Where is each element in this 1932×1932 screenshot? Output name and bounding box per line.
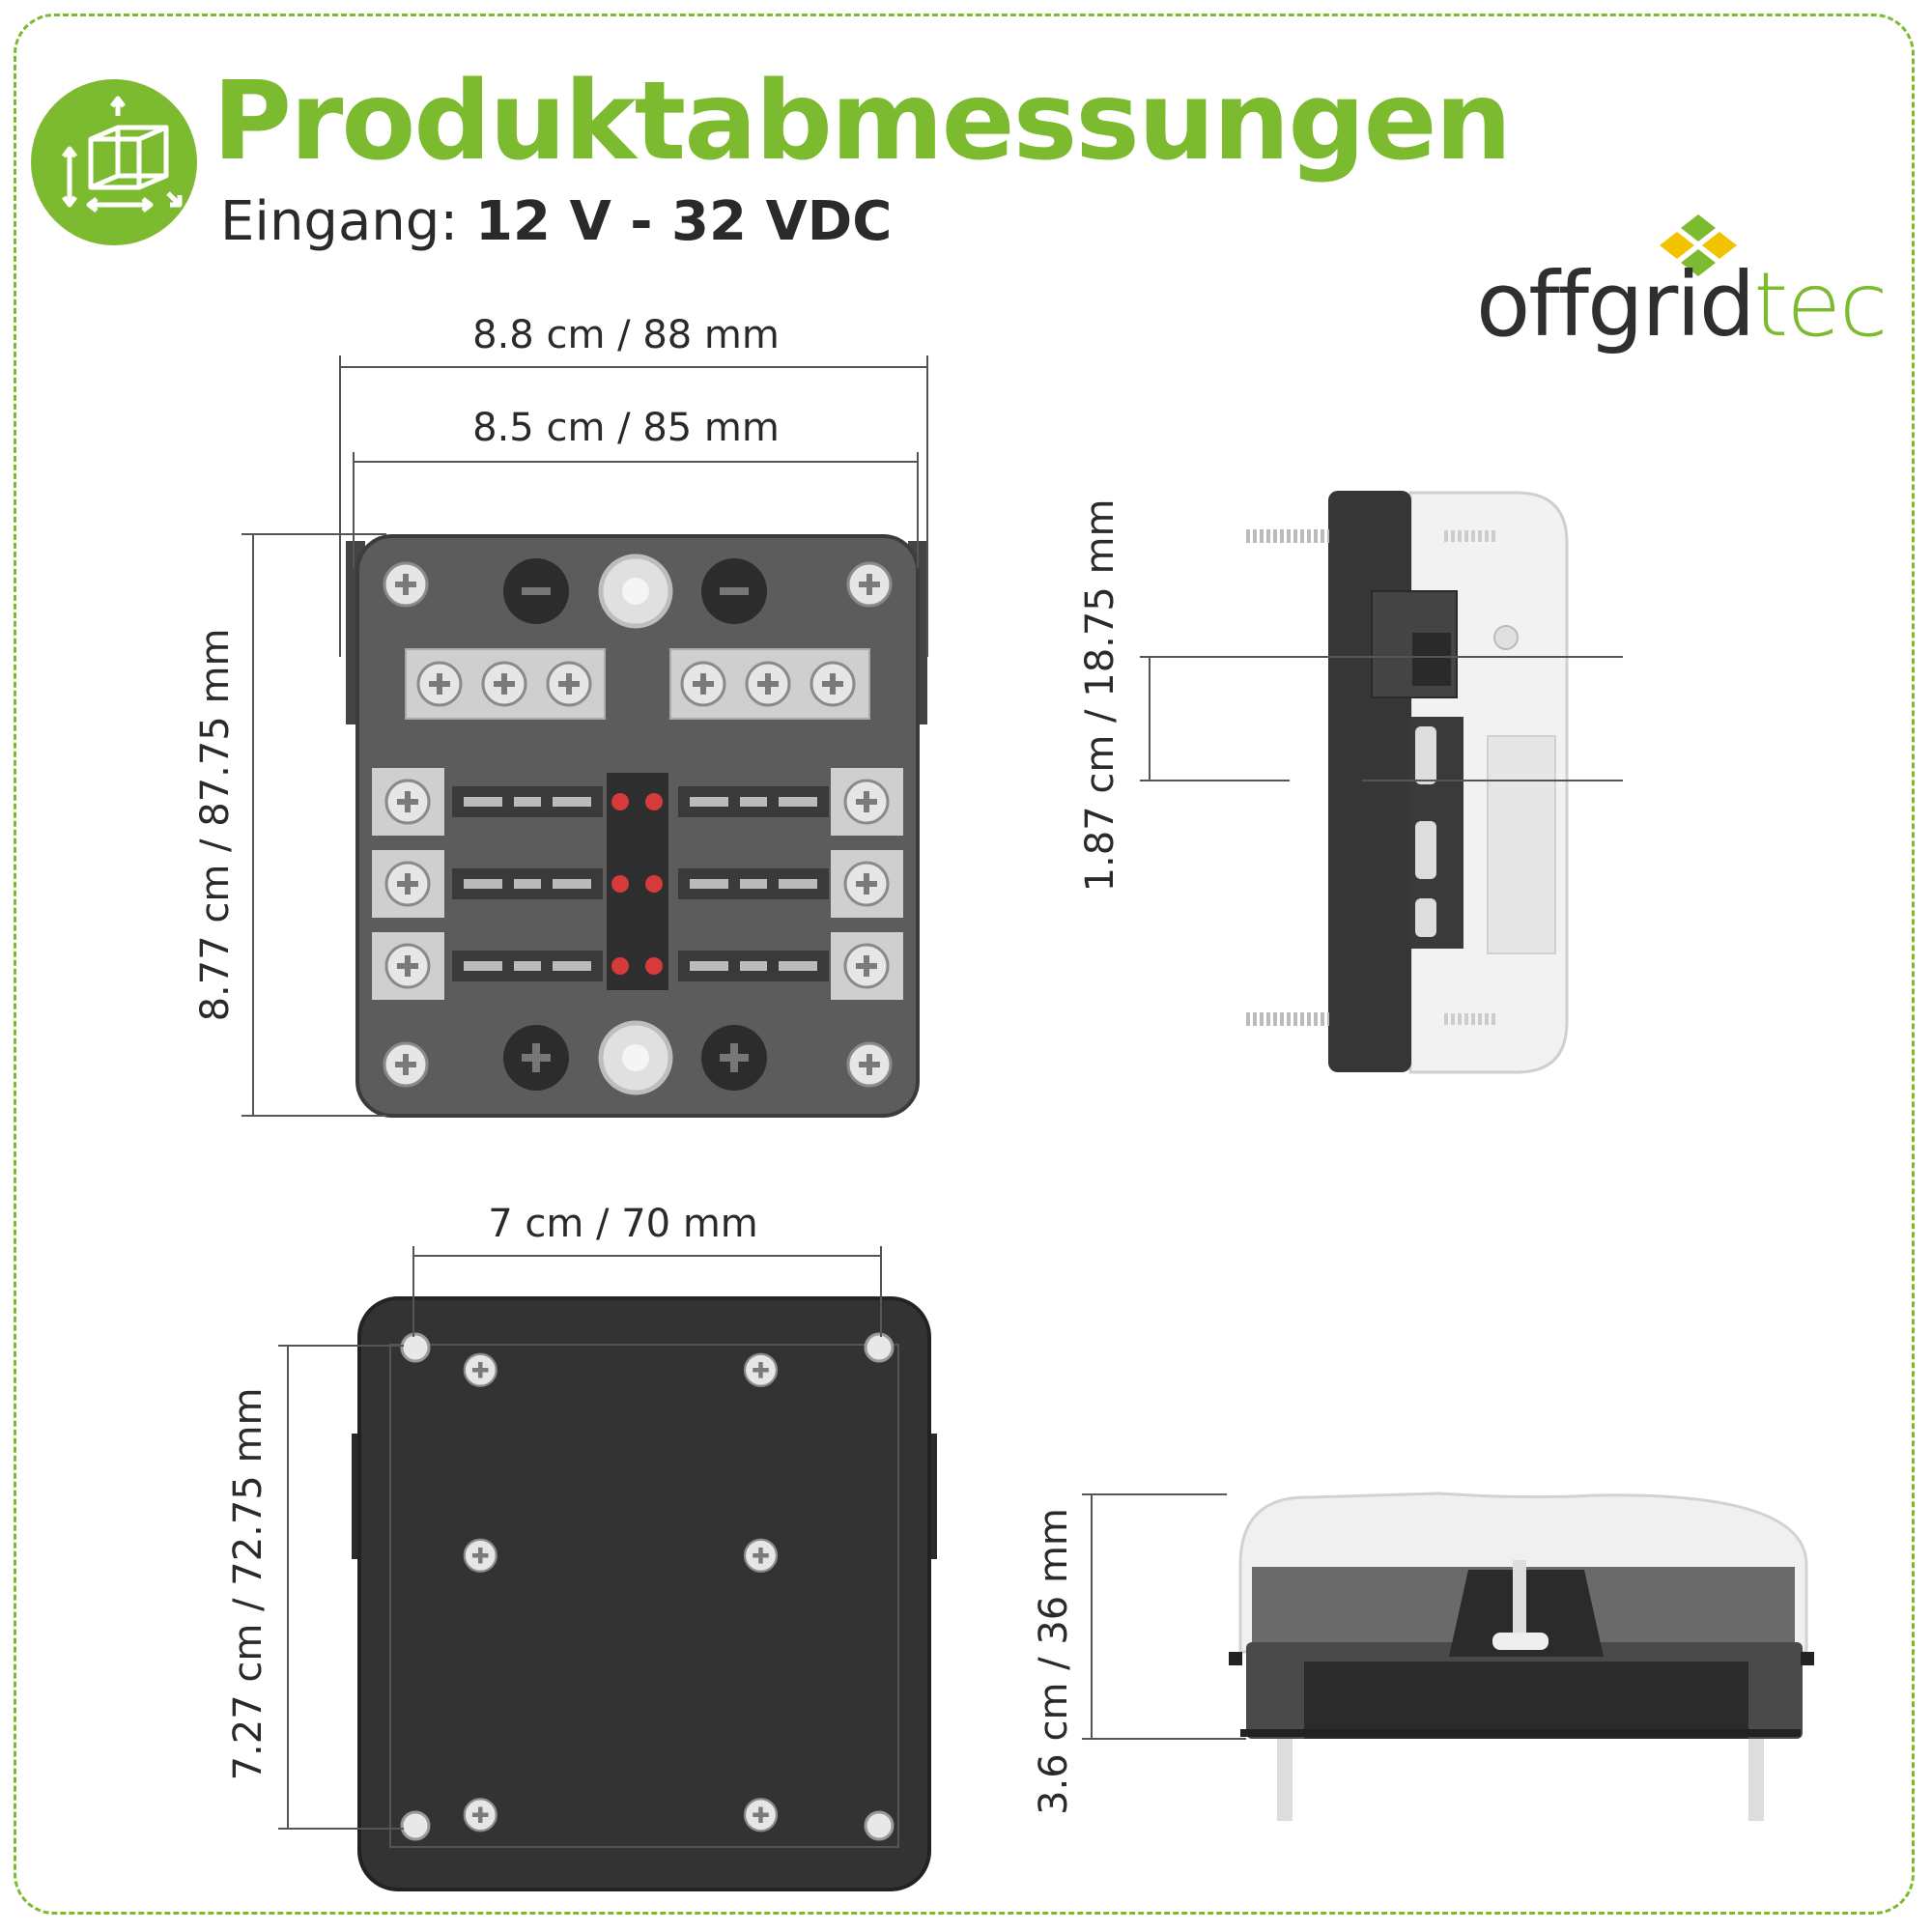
3d-box-dimensions-icon	[31, 79, 197, 245]
brand-name-dark: offgrid	[1476, 253, 1755, 356]
diamond-tiles-icon	[1660, 214, 1737, 276]
side-terminal-label: 1.87 cm / 18.75 mm	[1078, 499, 1122, 893]
brand-name-green: tec	[1753, 253, 1888, 356]
hole-spacing-y-label: 7.27 cm / 72.75 mm	[226, 1388, 270, 1781]
bottom-side-view	[1229, 1492, 1814, 1821]
hole-spacing-x-label: 7 cm / 70 mm	[488, 1202, 758, 1246]
bottom-dimension-lines	[1082, 1493, 1246, 1740]
input-voltage: Eingang: 12 V - 32 VDC	[220, 195, 892, 249]
page-title: Produktabmessungen	[213, 59, 1512, 185]
input-value: 12 V - 32 VDC	[475, 190, 893, 253]
front-dimension-lines	[242, 355, 928, 1117]
height-front-label: 8.77 cm / 87.75 mm	[193, 629, 238, 1022]
width-inner-label: 8.5 cm / 85 mm	[472, 406, 780, 450]
side-dimension-lines	[1140, 656, 1623, 781]
front-view	[346, 534, 927, 1118]
back-dimension-lines	[278, 1246, 882, 1830]
input-label: Eingang:	[220, 190, 459, 253]
brand-logo: offgridtec	[1476, 213, 1889, 357]
depth-label: 3.6 cm / 36 mm	[1032, 1508, 1076, 1815]
page-frame	[14, 14, 1915, 1915]
width-outer-label: 8.8 cm / 88 mm	[472, 313, 780, 357]
back-view	[352, 1296, 937, 1891]
brand-name: offgridtec	[1476, 261, 1889, 350]
